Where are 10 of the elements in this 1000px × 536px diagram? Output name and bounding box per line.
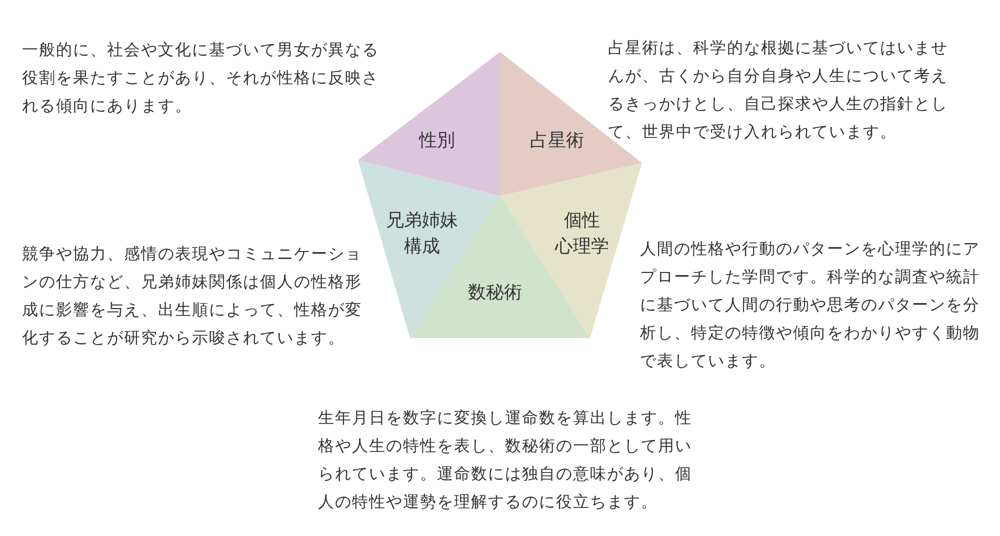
- segment-label: 兄弟姉妹構成: [386, 209, 458, 259]
- description-text: 競争や協力、感情の表現やコミュニケーションの仕方など、兄弟姉妹関係は個人の性格形成に影響を与え、出生順によって、性格が変化することが研究から示唆されています。: [22, 243, 363, 349]
- description-text: 生年月日を数字に変換し運命数を算出します。性格や人生の特性を表し、数秘術の一部として用いられています。運命数には独自の意味があり、個人の特性や運勢を理解するのに役立ちます。: [318, 407, 693, 513]
- description-text: 人間の性格や行動のパターンを心理学的にアプローチした学問です。科学的な調査や統計に基づいて人間の行動や思考のパターンを分析し、特定の特徴や傾向をわかりやすく動物で表しています。: [640, 238, 981, 372]
- description-text: 一般的に、社会や文化に基づいて男女が異なる役割を果たすことがあり、それが性格に反映される傾向にあります。: [22, 39, 380, 117]
- segment-label: 個性心理学: [555, 209, 609, 259]
- segment-label: 性別: [418, 129, 456, 153]
- description-text: 占星術は、科学的な根拠に基づいてはいませんが、古くから自分自身や人生について考えるきっかけとし、自己探求や人生の指針として、世界中で受け入れられています。: [608, 37, 949, 143]
- segment-label: 数秘術: [468, 281, 523, 305]
- segment-label: 占星術: [529, 129, 585, 153]
